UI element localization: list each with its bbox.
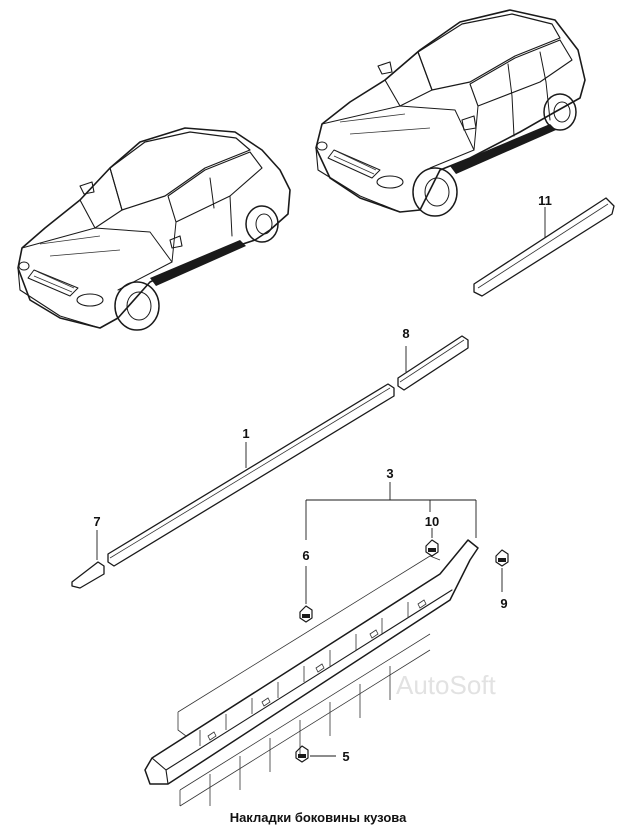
part-1-long-molding: 1: [107, 383, 395, 567]
car-illustration-hatchback-5door: [315, 9, 586, 217]
part-11-door-molding: 11: [473, 193, 615, 297]
car-illustration-hatchback-3door: [17, 127, 291, 331]
part-8-molding: 8: [397, 326, 469, 391]
callout-11: 11: [538, 193, 552, 208]
part-3-side-sill-panel: 3: [144, 466, 479, 807]
callout-9: 9: [500, 596, 507, 611]
callout-6: 6: [302, 548, 309, 563]
callout-7: 7: [93, 514, 100, 529]
callout-1: 1: [242, 426, 249, 441]
callout-10: 10: [425, 514, 439, 529]
part-10-clip: 10: [425, 514, 439, 557]
part-5-clip: 5: [295, 745, 350, 764]
part-7-molding-end: 7: [71, 514, 105, 589]
diagram-caption: Накладки боковины кузова: [230, 810, 407, 825]
callout-8: 8: [402, 326, 409, 341]
watermark: AutoSoft: [396, 670, 497, 700]
callout-5: 5: [342, 749, 349, 764]
part-6-clip: 6: [299, 548, 313, 623]
part-9-clip: 9: [495, 549, 509, 611]
callout-3: 3: [386, 466, 393, 481]
